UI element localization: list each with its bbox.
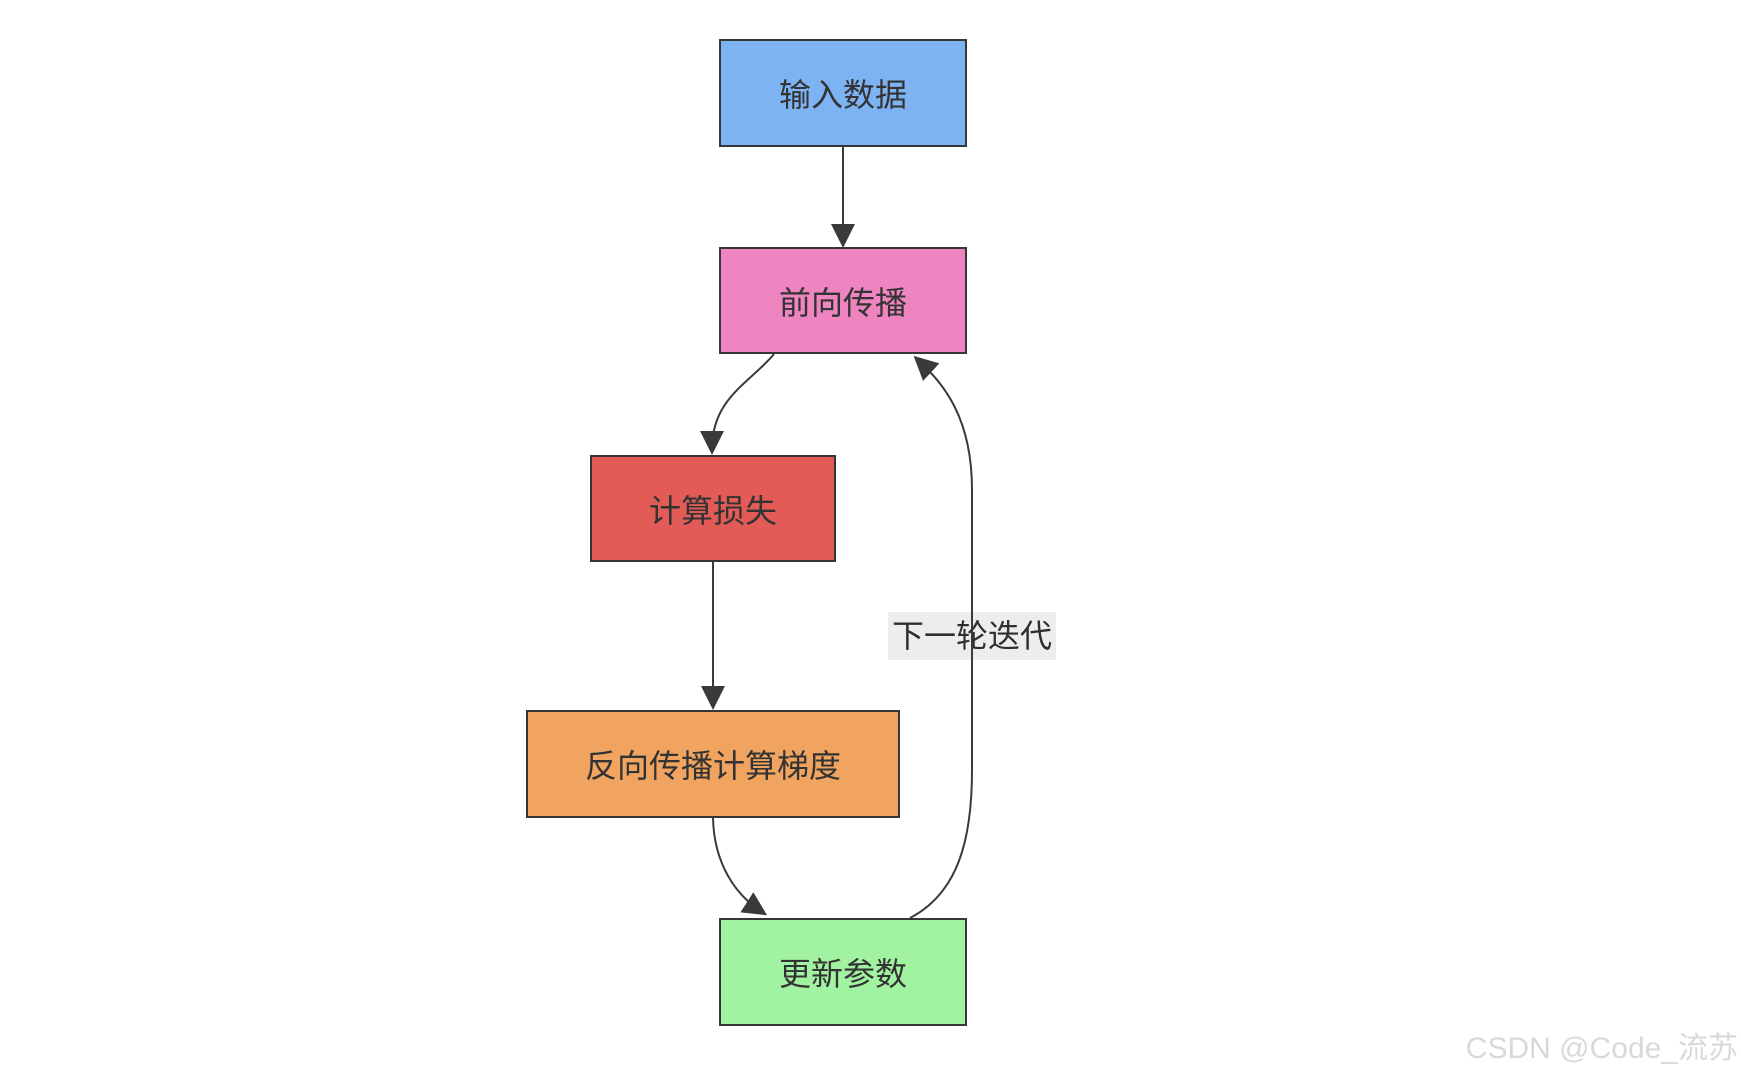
node-update-params-label: 更新参数 bbox=[778, 956, 907, 992]
node-forward-pass: 前向传播 bbox=[719, 247, 967, 354]
node-backprop-gradients-label: 反向传播计算梯度 bbox=[584, 748, 841, 784]
node-input-data: 输入数据 bbox=[719, 39, 967, 147]
watermark-text: CSDN @Code_流苏 bbox=[1465, 1032, 1738, 1065]
node-compute-loss: 计算损失 bbox=[590, 455, 836, 562]
node-update-params: 更新参数 bbox=[719, 918, 967, 1026]
node-compute-loss-label: 计算损失 bbox=[648, 492, 777, 529]
edge-update-to-forward-loop bbox=[909, 355, 973, 919]
edge-backward-to-update bbox=[712, 817, 768, 916]
node-backprop-gradients: 反向传播计算梯度 bbox=[526, 710, 900, 818]
node-forward-pass-label: 前向传播 bbox=[778, 284, 907, 321]
edge-forward-to-loss bbox=[700, 353, 775, 455]
node-input-data-label: 输入数据 bbox=[778, 77, 907, 113]
